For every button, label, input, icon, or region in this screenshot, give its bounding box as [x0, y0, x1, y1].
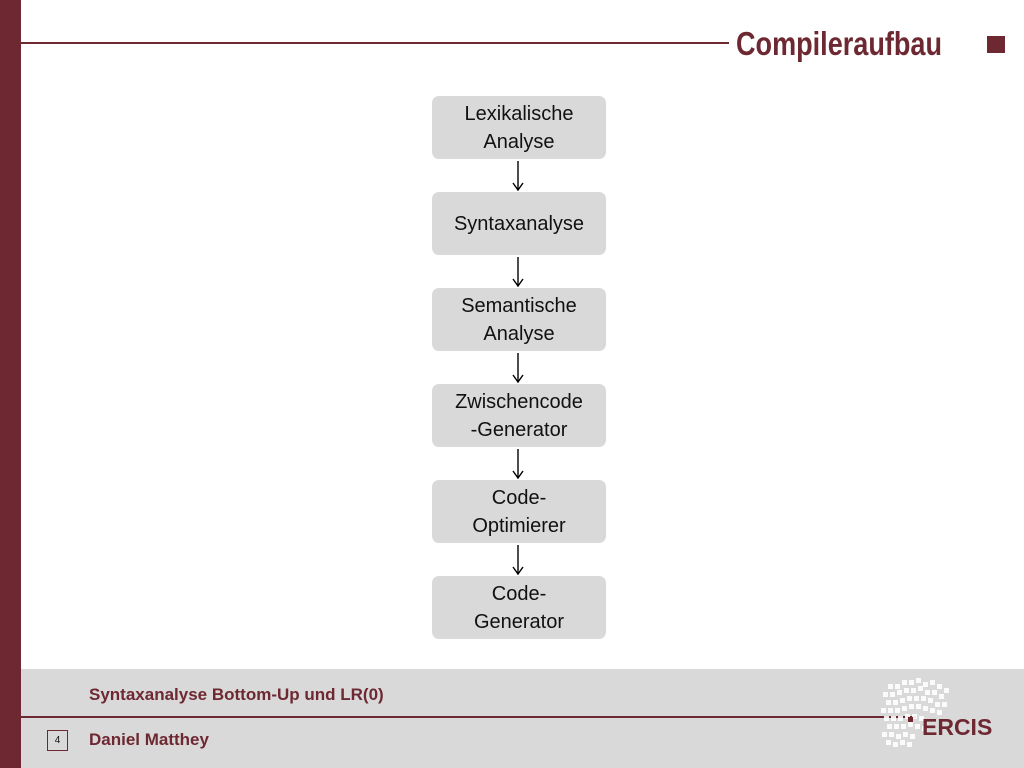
- node-lexical-analysis: Lexikalische Analyse: [432, 96, 606, 159]
- arrow-down-icon: [512, 545, 524, 576]
- footer-band: [21, 669, 1024, 768]
- left-accent-bar: [0, 0, 21, 768]
- footer-author: Daniel Matthey: [89, 730, 209, 749]
- page-number: 4: [47, 730, 68, 751]
- title-rule: [21, 42, 729, 44]
- title-square-icon: [987, 36, 1005, 53]
- node-intermediate-code-generator: Zwischencode -Generator: [432, 384, 606, 447]
- arrow-down-icon: [512, 161, 524, 192]
- slide-title: Compileraufbau: [736, 25, 942, 62]
- arrow-down-icon: [512, 257, 524, 288]
- footer-title: Syntaxanalyse Bottom-Up und LR(0): [89, 685, 384, 704]
- node-syntax-analysis: Syntaxanalyse: [432, 192, 606, 255]
- arrow-down-icon: [512, 353, 524, 384]
- ercis-logo: ERCIS: [881, 678, 992, 747]
- node-code-generator: Code- Generator: [432, 576, 606, 639]
- node-semantic-analysis: Semantische Analyse: [432, 288, 606, 351]
- node-code-optimizer: Code- Optimierer: [432, 480, 606, 543]
- arrow-down-icon: [512, 449, 524, 480]
- footer-rule: [21, 716, 916, 718]
- logo-text: ERCIS: [922, 714, 992, 740]
